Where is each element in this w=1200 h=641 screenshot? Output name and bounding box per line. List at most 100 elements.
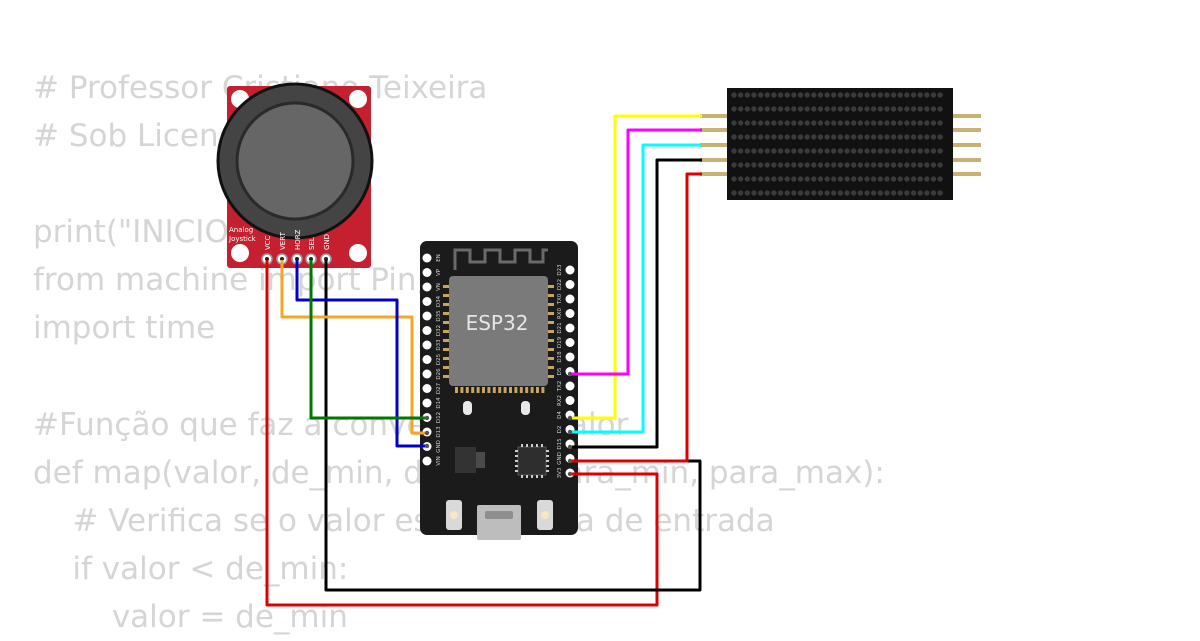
led-dot [904, 148, 910, 154]
led-dot [731, 92, 737, 98]
led-dot [771, 106, 777, 112]
led-dot [824, 134, 830, 140]
led-dot [917, 106, 923, 112]
led-dot [777, 134, 784, 140]
led-dot [771, 134, 777, 140]
shield-pad [487, 387, 491, 393]
matrix-input-pin[interactable] [700, 172, 727, 176]
led-dot [904, 106, 910, 112]
wire-vcc-red[interactable] [265, 260, 659, 607]
wire-cs-magenta[interactable] [570, 128, 702, 376]
led-dot [837, 120, 844, 126]
esp32-pin-label: D5 [557, 367, 563, 375]
led-dot [924, 190, 930, 196]
led-dot [797, 190, 804, 196]
chip-pin [515, 465, 518, 467]
led-dot [811, 190, 817, 196]
led-dot [737, 120, 744, 126]
led-dot [884, 190, 890, 196]
led-dot [884, 176, 890, 182]
matrix-input-pin[interactable] [700, 158, 727, 162]
led-dot [811, 148, 817, 154]
esp32-pin[interactable] [565, 309, 575, 318]
matrix-input-pin[interactable] [700, 143, 727, 147]
led-dot [777, 106, 784, 112]
led-dot [937, 190, 943, 196]
led-dot [870, 190, 877, 196]
led-dot [890, 176, 897, 182]
esp32-pin-label: D2 [557, 426, 563, 434]
led-dot [870, 120, 877, 126]
wire-clk-cyan[interactable] [570, 143, 702, 434]
led-dot [851, 134, 857, 140]
micro-usb-port[interactable] [477, 505, 521, 540]
esp32-pin[interactable] [422, 398, 432, 408]
esp32-pin[interactable] [565, 294, 575, 304]
led-dot [817, 162, 824, 168]
esp32-pin[interactable] [565, 381, 575, 391]
esp32-pin[interactable] [422, 282, 432, 292]
esp32-pin[interactable] [565, 396, 575, 405]
led-dot [811, 134, 817, 140]
wifi-antenna-icon [453, 248, 548, 270]
led-dot [890, 162, 897, 168]
led-dot [877, 106, 883, 112]
wire-din-yellow[interactable] [570, 114, 702, 420]
wire-horz-blue[interactable] [295, 260, 427, 448]
led-dot [930, 162, 937, 168]
wire-vert-orange[interactable] [280, 260, 427, 435]
esp32-board-group[interactable]: ESP32 ENVPVND34D35D32D33D25D26D27D14D12D… [420, 241, 578, 540]
led-dot [751, 106, 757, 112]
wire-gnd-matrix-black[interactable] [570, 158, 702, 449]
esp32-pin[interactable] [422, 456, 432, 466]
esp32-pin[interactable] [422, 340, 432, 350]
chip-pin [546, 470, 549, 472]
esp32-pin[interactable] [565, 280, 575, 289]
led-dot [851, 162, 857, 168]
matrix-input-pin[interactable] [700, 128, 727, 132]
esp32-pin[interactable] [422, 311, 432, 321]
led-dot [864, 148, 870, 154]
matrix-output-pin [953, 114, 981, 118]
led-dot [831, 190, 837, 196]
esp32-pin[interactable] [422, 326, 432, 335]
led-dot [904, 176, 910, 182]
led-dot [804, 134, 810, 140]
led-matrix-module[interactable] [700, 88, 981, 200]
matrix-input-pin[interactable] [700, 114, 727, 118]
esp32-pin[interactable] [422, 384, 432, 393]
esp32-pin[interactable] [422, 253, 432, 263]
wire-endpoint [424, 430, 430, 436]
esp32-pin[interactable] [565, 265, 575, 275]
esp32-pin[interactable] [565, 338, 575, 347]
led-dot [890, 106, 897, 112]
wire-sel-green[interactable] [309, 260, 427, 420]
chip-pin [515, 450, 518, 452]
esp32-left-pin-labels: ENVPVND34D35D32D33D25D26D27D14D12D13GNDV… [436, 254, 442, 466]
esp32-pin[interactable] [422, 268, 432, 277]
chip-pin [531, 444, 533, 447]
led-dot [771, 190, 777, 196]
led-dot [737, 190, 744, 196]
chip-pin [531, 475, 533, 478]
led-dot [877, 176, 883, 182]
led-dot [804, 190, 810, 196]
led-dot [784, 92, 790, 98]
chip-pin [536, 444, 538, 447]
led-dot [737, 162, 744, 168]
led-dot [791, 106, 797, 112]
led-dot [817, 190, 824, 196]
chip-pin [526, 444, 528, 447]
esp32-pin[interactable] [565, 352, 575, 362]
esp32-pin[interactable] [422, 369, 432, 379]
esp32-pin[interactable] [422, 355, 432, 364]
led-dot [797, 176, 804, 182]
led-dot [744, 120, 750, 126]
esp32-pin[interactable] [422, 297, 432, 306]
joystick-cap-inner[interactable] [235, 101, 355, 221]
esp32-pin[interactable] [565, 323, 575, 333]
shield-pad [492, 387, 496, 393]
led-dot [897, 148, 903, 154]
wire-vcc-matrix-red[interactable] [570, 172, 702, 463]
